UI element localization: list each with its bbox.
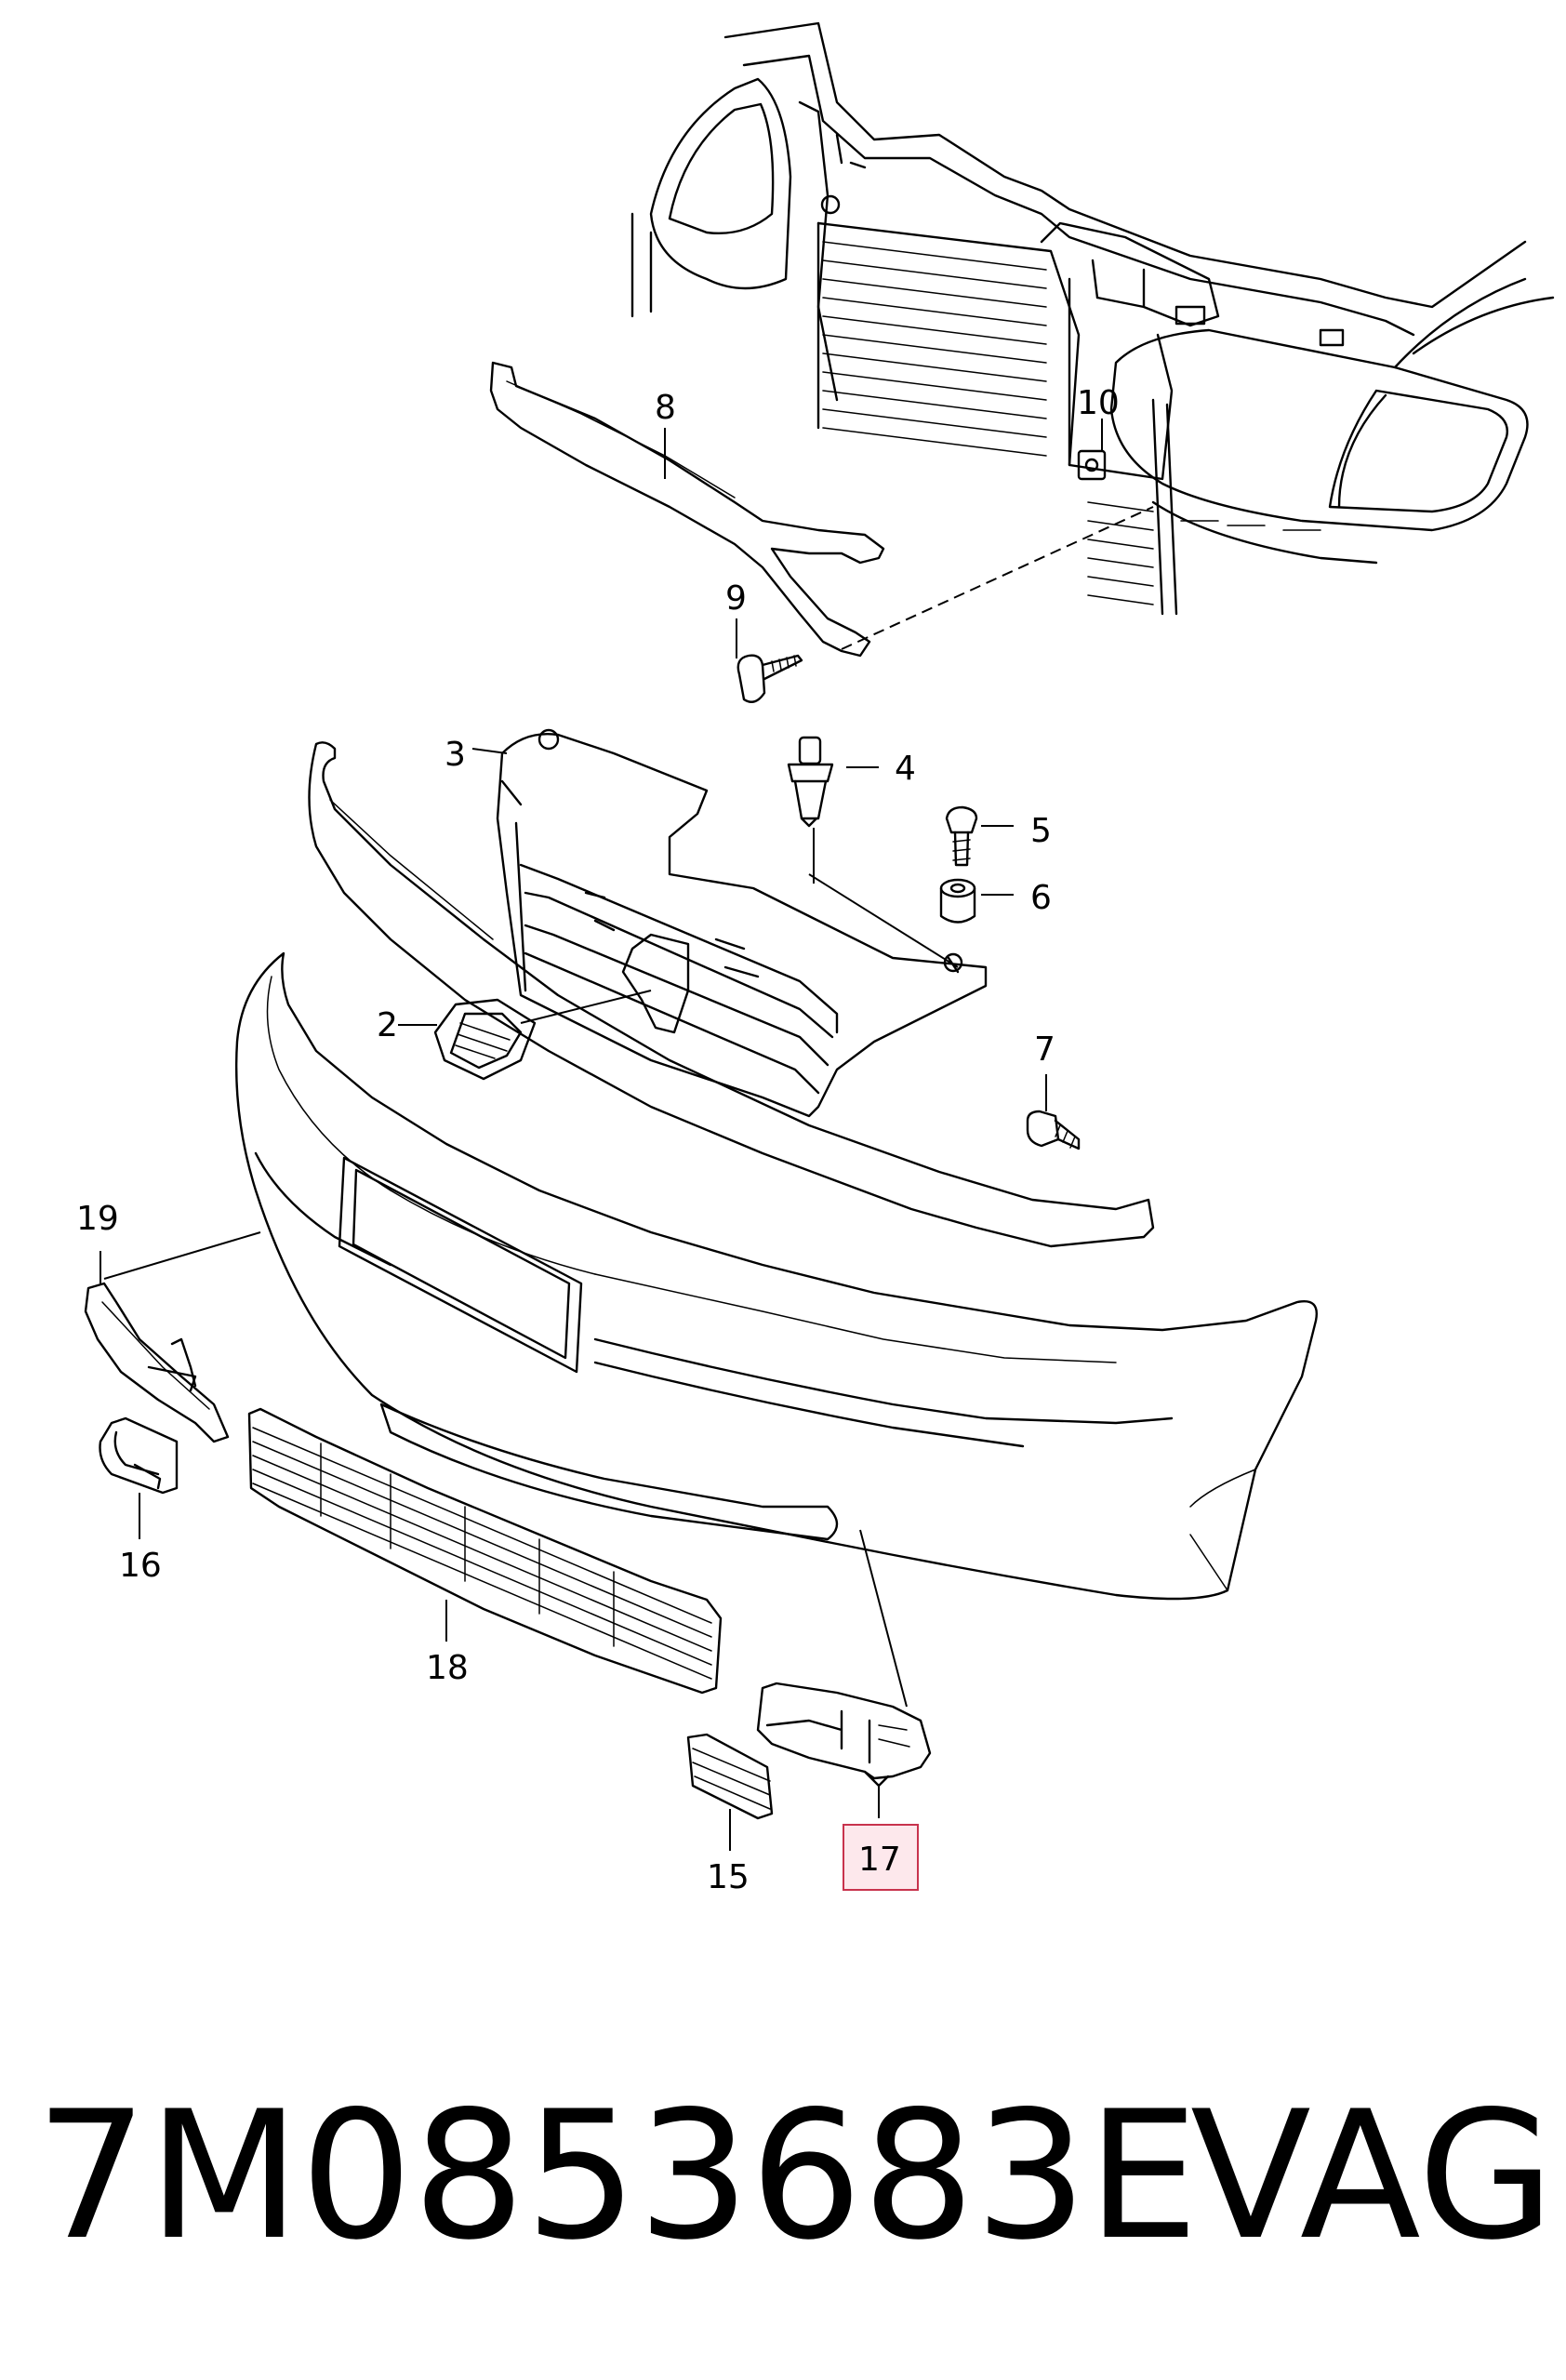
- label-18: 18: [426, 1649, 469, 1687]
- part-5-screw: [945, 805, 978, 867]
- label-7: 7: [1034, 1030, 1055, 1069]
- part-6-spacer: [939, 878, 976, 924]
- label-2: 2: [377, 1006, 398, 1044]
- part-7-screw: [1026, 1110, 1081, 1150]
- label-17: 17: [858, 1841, 901, 1879]
- label-5: 5: [1030, 812, 1052, 850]
- label-6: 6: [1030, 879, 1052, 917]
- upper-trim-strip: [308, 741, 1155, 1248]
- part-4-clip: [787, 736, 834, 828]
- part-8-bracket: [489, 361, 885, 658]
- part-2-emblem: [433, 998, 537, 1081]
- vehicle-front-body: [630, 21, 1555, 616]
- part-number: 7M0853683E: [35, 2073, 1200, 2279]
- bumper-cover: [234, 951, 1318, 1601]
- label-10: 10: [1077, 384, 1120, 422]
- label-3: 3: [445, 736, 466, 774]
- part-3-grille: [496, 728, 988, 1118]
- callout-labels: 8 10 9 3 4 5 6 7 2 19 16 18 15 17: [76, 384, 1120, 1896]
- part-17-lower-trim: [756, 1682, 932, 1788]
- label-19: 19: [76, 1200, 119, 1238]
- label-8: 8: [655, 389, 676, 427]
- label-4: 4: [895, 750, 916, 788]
- part-16-clip: [99, 1416, 179, 1495]
- leader-lines: [100, 419, 1103, 1851]
- brand-name: VAG: [1190, 2073, 1555, 2279]
- part-19-bracket: [84, 1282, 230, 1443]
- part-15-grille-insert: [686, 1733, 774, 1820]
- label-16: 16: [119, 1547, 162, 1585]
- label-9: 9: [725, 579, 747, 618]
- part-18-lower-grille: [247, 1407, 723, 1695]
- part-caption: 7M0853683E VAG: [0, 2074, 1566, 2279]
- label-15: 15: [707, 1858, 750, 1896]
- assembly-line-9-10: [841, 506, 1154, 650]
- highlight-box-part-17: [843, 1824, 919, 1891]
- part-9-screw: [737, 654, 803, 703]
